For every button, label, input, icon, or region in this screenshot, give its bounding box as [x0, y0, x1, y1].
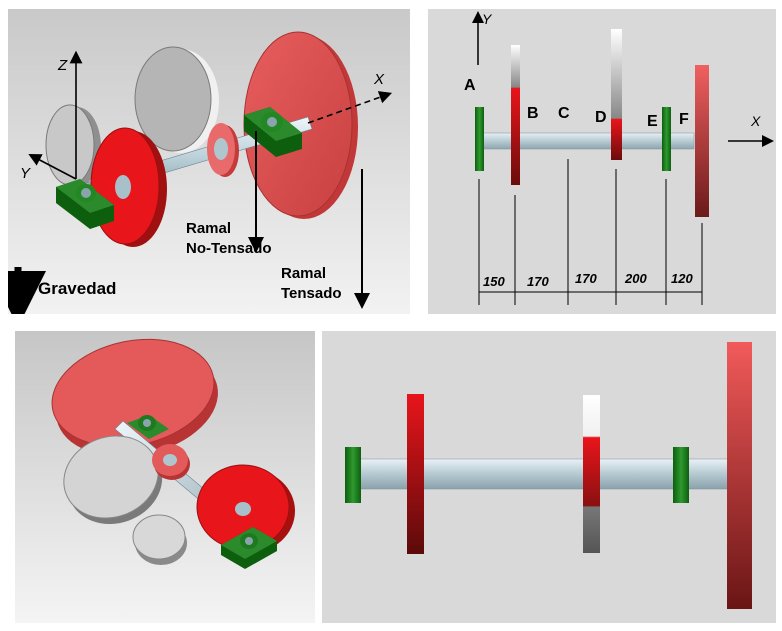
dimension-label-CD: 170	[575, 271, 597, 286]
red-pulley-B	[196, 464, 295, 553]
front-view-drawing	[472, 11, 774, 305]
bearing-E	[127, 415, 169, 439]
top-view-drawing	[345, 342, 752, 609]
bearing-A	[345, 447, 361, 503]
axis-y-label: Y	[20, 165, 31, 182]
pulley-F	[727, 342, 752, 609]
grey-disk-large	[63, 435, 163, 525]
grey-disk-large	[134, 46, 219, 153]
point-label-E: E	[647, 113, 658, 130]
large-pulley	[51, 338, 218, 457]
dimension-label-EF: 120	[671, 271, 693, 286]
point-label-B: B	[527, 105, 539, 122]
bearing-A	[221, 527, 277, 569]
point-label-F: F	[679, 111, 689, 128]
load-arrows	[8, 131, 370, 314]
point-label-A: A	[464, 77, 476, 94]
pulley-B	[511, 45, 520, 185]
bearing-E	[244, 107, 302, 157]
bearing-A	[475, 107, 484, 171]
ramal-tensado-label: Ramal Tensado	[281, 265, 342, 302]
pulley-D	[611, 29, 622, 160]
bearing-E	[662, 107, 671, 171]
bearing-E	[673, 447, 689, 503]
isometric-view-drawing	[8, 9, 410, 314]
bearing-A	[56, 179, 114, 229]
grey-disk-small	[132, 514, 187, 565]
dimension-label-BC: 170	[527, 274, 549, 289]
dimension-extension-lines	[478, 159, 703, 305]
axes-triad	[28, 50, 393, 180]
dimension-label-DE: 200	[625, 271, 647, 286]
dimension-label-AB: 150	[483, 274, 505, 289]
axis-z-label: Z	[58, 57, 68, 74]
point-label-D: D	[595, 109, 607, 126]
pulley-B	[407, 394, 424, 554]
middle-pulley-ring	[152, 444, 190, 480]
axis-y-label: Y	[482, 11, 492, 27]
shaft	[477, 132, 695, 150]
ramal-no-tensado-label: Ramal No-Tensado	[186, 220, 272, 257]
grey-disk-small	[45, 104, 101, 187]
middle-pulley-ring	[207, 123, 239, 177]
rotated-isometric-panel	[15, 331, 315, 623]
pulley-F	[695, 65, 709, 217]
gravedad-label: Gravedad	[38, 279, 117, 298]
top-view-panel	[322, 331, 776, 623]
axis-x-label: X	[374, 71, 385, 88]
red-pulley-B	[90, 127, 167, 247]
point-label-C: C	[558, 105, 570, 122]
isometric-view-panel: Z Y X Ramal No-Tensado Ramal Tensado Gra…	[8, 9, 410, 314]
pulley-D	[583, 395, 600, 553]
axis-x-label: X	[751, 113, 761, 129]
front-view-panel: Y X A B C D E F 150 170 170 200 120	[428, 9, 776, 314]
rotated-isometric-drawing	[15, 331, 315, 623]
